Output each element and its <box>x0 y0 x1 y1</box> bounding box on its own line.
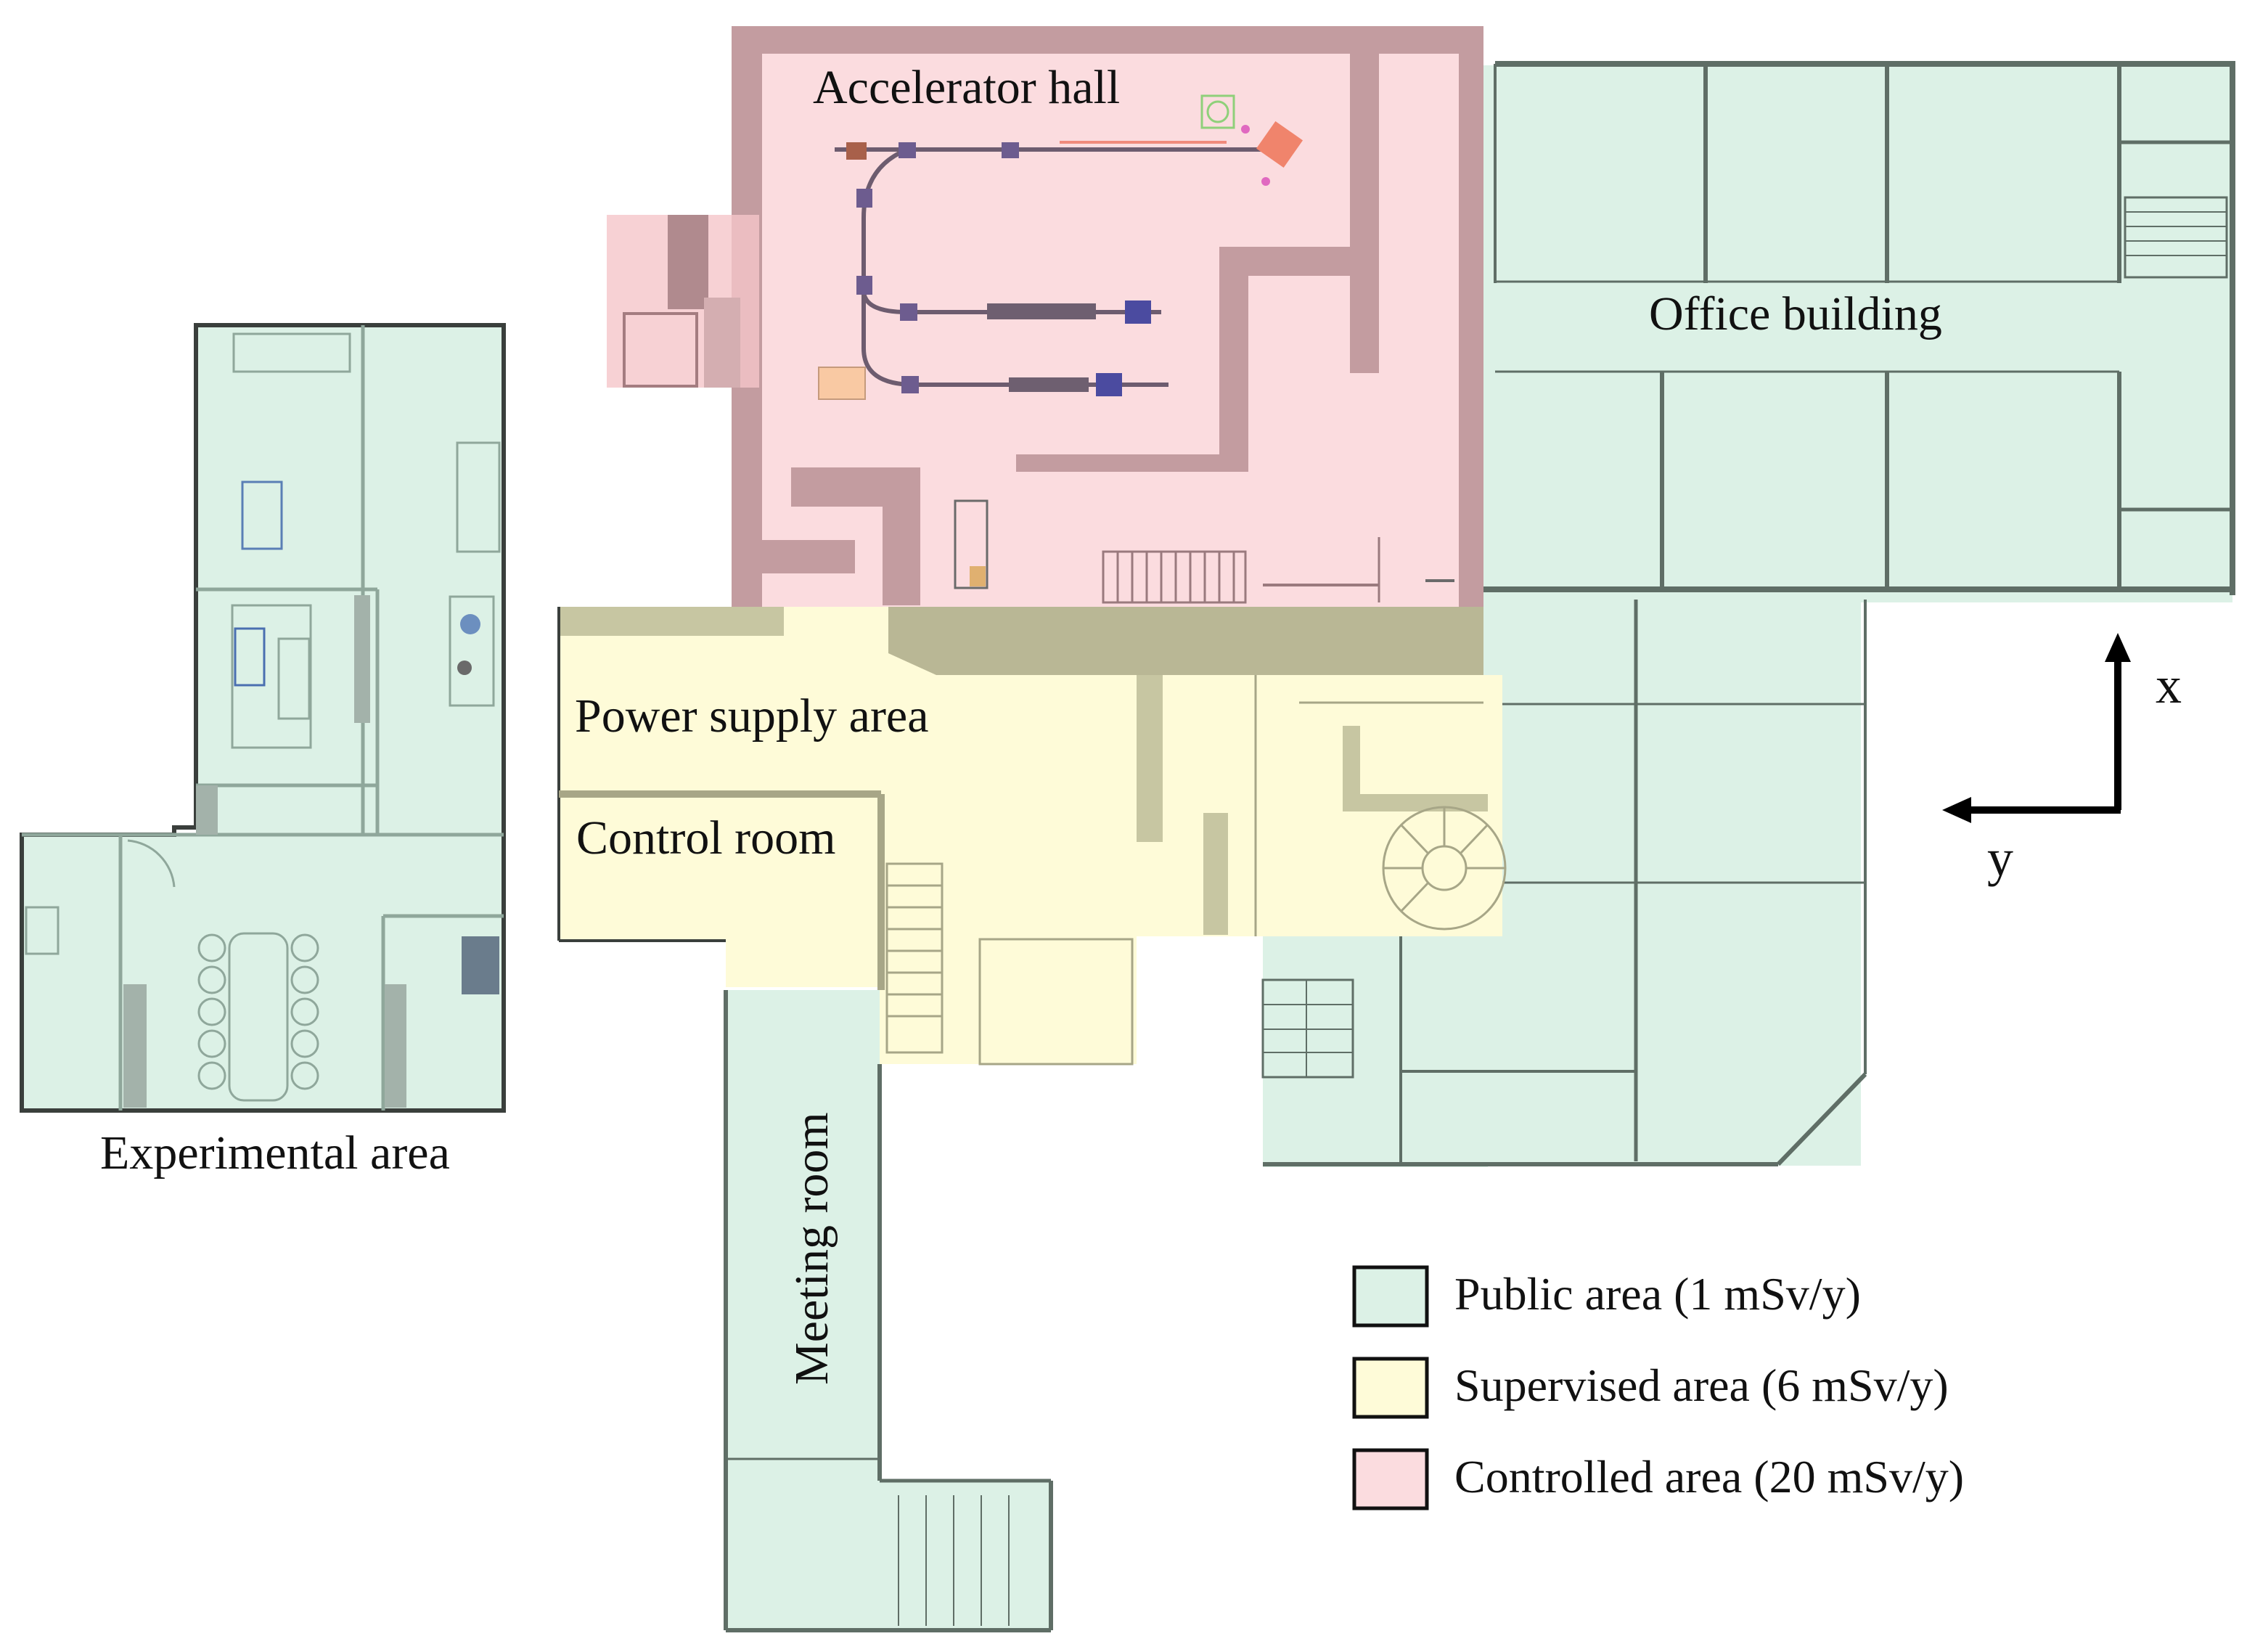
supervised-area-zone <box>557 607 1507 1066</box>
legend-swatch-controlled <box>1352 1448 1429 1510</box>
power-supply-area-label: Power supply area <box>575 690 929 743</box>
y-axis-label: y <box>1987 829 2013 887</box>
control-room-label: Control room <box>576 811 836 864</box>
office-building-zone <box>1261 61 2235 1167</box>
x-arrow-icon <box>2105 633 2131 662</box>
x-axis-label: x <box>2156 656 2182 714</box>
experimental-area-zone <box>20 323 506 1113</box>
legend-swatch-public <box>1352 1265 1429 1328</box>
legend-swatch-supervised <box>1352 1357 1429 1419</box>
axis-indicator: x y <box>1942 633 2182 887</box>
office-building-label: Office building <box>1649 287 1942 340</box>
meeting-room-zone <box>724 990 1053 1632</box>
legend: Public area (1 mSv/y) Supervised area (6… <box>1352 1265 1964 1510</box>
legend-label-supervised: Supervised area (6 mSv/y) <box>1454 1359 1949 1411</box>
accelerator-hall-label: Accelerator hall <box>813 61 1120 114</box>
experimental-area-label: Experimental area <box>100 1126 450 1179</box>
legend-label-public: Public area (1 mSv/y) <box>1454 1268 1861 1320</box>
legend-label-controlled: Controlled area (20 mSv/y) <box>1454 1451 1964 1502</box>
accelerator-hall-zone <box>607 26 1483 607</box>
y-arrow-icon <box>1942 797 1971 823</box>
meeting-room-label: Meeting room <box>785 1112 838 1385</box>
